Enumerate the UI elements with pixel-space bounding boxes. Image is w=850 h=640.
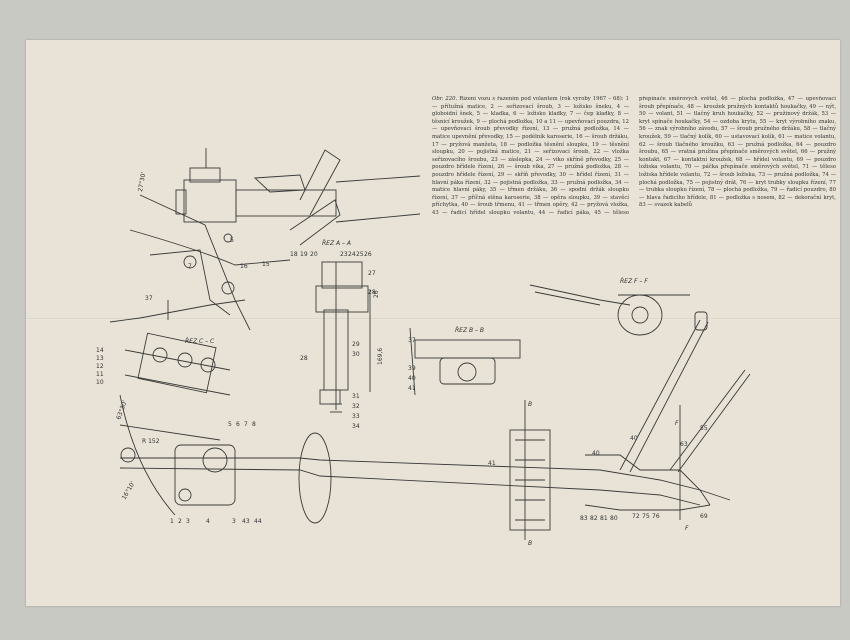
part-number: 7 bbox=[244, 421, 248, 428]
part-number: 55 bbox=[700, 425, 708, 432]
dimension-angle-left: 63°30' bbox=[115, 399, 129, 420]
part-number: 75 bbox=[642, 513, 650, 520]
section-b-b-label: ŘEZ B – B bbox=[455, 326, 484, 334]
part-number: 40 bbox=[408, 375, 416, 382]
section-b-mark-top: B bbox=[528, 401, 532, 408]
part-number: 34 bbox=[352, 423, 360, 430]
part-number: 12 bbox=[96, 363, 104, 370]
paper-sheet bbox=[26, 40, 840, 606]
part-number: 23 bbox=[340, 251, 348, 258]
part-number: 41 bbox=[488, 460, 496, 467]
part-number: 72 bbox=[632, 513, 640, 520]
dimension-width: 26 bbox=[373, 290, 380, 298]
part-number: 6 bbox=[236, 421, 240, 428]
part-number: 4 bbox=[206, 518, 210, 525]
part-number: 18 bbox=[290, 251, 298, 258]
part-number: 19 bbox=[300, 251, 308, 258]
dimension-radius: R 152 bbox=[142, 438, 160, 445]
part-number: 28 bbox=[300, 355, 308, 362]
figure-title: Řízení vozu s řazením pod volantem (rok … bbox=[459, 96, 624, 102]
dimension-angle-bottom: 16°10' bbox=[121, 480, 137, 501]
section-f-mark-top: F bbox=[675, 420, 679, 427]
part-number: 80 bbox=[610, 515, 618, 522]
part-number: 31 bbox=[352, 393, 360, 400]
part-number: 8 bbox=[252, 421, 256, 428]
part-number: 27 bbox=[368, 270, 376, 277]
figure-caption: Obr. 220. Řízení vozu s řazením pod vola… bbox=[432, 96, 836, 268]
part-number: 14 bbox=[96, 347, 104, 354]
part-number: 29 bbox=[352, 341, 360, 348]
part-number: 76 bbox=[652, 513, 660, 520]
part-number: 2 bbox=[178, 518, 182, 525]
figure-legend: 1 — přítužná matice, 2 — seřizovací šrou… bbox=[432, 96, 836, 216]
part-number: 24 bbox=[348, 251, 356, 258]
part-number: 7 bbox=[188, 263, 192, 270]
part-number: 26 bbox=[364, 251, 372, 258]
section-b-b-drawing bbox=[409, 327, 521, 396]
part-number: 82 bbox=[590, 515, 598, 522]
part-number: 69 bbox=[700, 513, 708, 520]
section-a-a-label: ŘEZ A – A bbox=[322, 239, 351, 247]
part-number: 5 bbox=[228, 421, 232, 428]
part-number: 1 bbox=[170, 518, 174, 525]
part-number: 63 bbox=[680, 441, 688, 448]
part-number: 37 bbox=[145, 295, 153, 302]
part-number: 43 bbox=[242, 518, 250, 525]
section-f-f-label: ŘEZ F – F bbox=[620, 277, 648, 285]
section-c-c-drawing bbox=[124, 332, 231, 396]
part-number: 13 bbox=[96, 355, 104, 362]
part-number: 83 bbox=[580, 515, 588, 522]
part-number: 81 bbox=[600, 515, 608, 522]
paper-fold-line bbox=[26, 318, 840, 320]
section-f-mark-bottom: F bbox=[685, 525, 689, 532]
part-number: 37 bbox=[408, 337, 416, 344]
part-number: 15 bbox=[262, 261, 270, 268]
steering-column-assembly bbox=[119, 311, 751, 540]
part-number: 16 bbox=[240, 263, 248, 270]
part-number: 30 bbox=[352, 351, 360, 358]
part-number: 5 bbox=[230, 237, 234, 244]
part-number-callouts: 15 16 18 19 20 7 5 37 23 24 25 26 27 28 … bbox=[96, 237, 708, 525]
part-number: 39 bbox=[408, 365, 416, 372]
section-b-mark-bottom: B bbox=[528, 540, 532, 547]
part-number: 40 bbox=[592, 450, 600, 457]
part-number: 41 bbox=[408, 385, 416, 392]
part-number: 10 bbox=[96, 379, 104, 386]
section-c-c-label: ŘEZ C – C bbox=[185, 337, 215, 345]
part-number: 40 bbox=[630, 435, 638, 442]
dimension-length: 169,6 bbox=[377, 348, 384, 365]
dimension-angle-top: 27°30' bbox=[137, 171, 147, 192]
figure-number: Obr. 220. bbox=[432, 96, 458, 102]
part-number: 44 bbox=[254, 518, 262, 525]
steering-gear-top-view bbox=[109, 148, 421, 331]
part-number: 3 bbox=[186, 518, 190, 525]
part-number: 20 bbox=[310, 251, 318, 258]
section-a-a-drawing bbox=[315, 261, 371, 413]
part-number: 3 bbox=[232, 518, 236, 525]
part-number: 33 bbox=[352, 413, 360, 420]
part-number: 25 bbox=[356, 251, 364, 258]
part-number: 11 bbox=[96, 371, 104, 378]
part-number: 28 bbox=[368, 289, 376, 296]
section-f-f-drawing bbox=[529, 284, 690, 336]
part-number: 32 bbox=[352, 403, 360, 410]
